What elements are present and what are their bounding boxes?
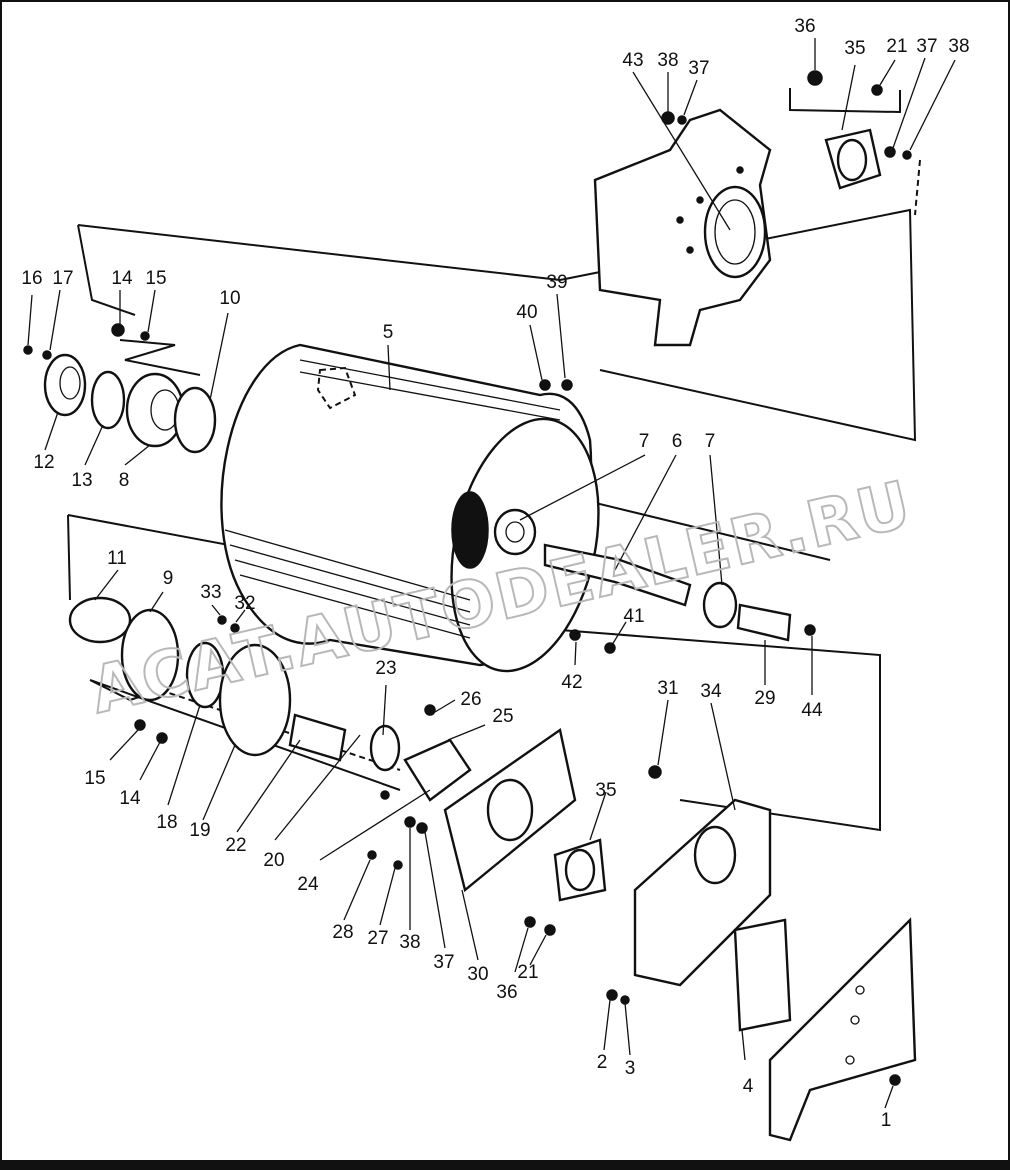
- lower-bearing-35: [553, 838, 607, 902]
- callout-label: 34: [700, 681, 722, 702]
- callout-label: 21: [517, 962, 538, 983]
- callout-label: 31: [657, 678, 678, 699]
- callout-label: 3: [625, 1058, 636, 1079]
- callout-label: 24: [297, 874, 319, 895]
- callout-label: 41: [623, 606, 644, 627]
- callout-labels: 36 35 21 37 38 43 38 37 16 17 14 15 10 5…: [21, 16, 969, 1131]
- callout-label: 14: [119, 788, 141, 809]
- callout-label: 9: [163, 568, 174, 589]
- callout-label: 7: [705, 431, 716, 452]
- callout-label: 27: [367, 928, 388, 949]
- callout-label: 23: [375, 658, 396, 679]
- callout-label: 43: [622, 50, 643, 71]
- callout-label: 38: [657, 50, 678, 71]
- callout-label: 38: [948, 36, 969, 57]
- callout-label: 37: [433, 952, 454, 973]
- callout-label: 33: [200, 582, 221, 603]
- callout-label: 13: [71, 470, 92, 491]
- callout-label: 26: [460, 689, 481, 710]
- callout-label: 37: [916, 36, 937, 57]
- callout-label: 19: [189, 820, 210, 841]
- callout-label: 37: [688, 58, 709, 79]
- callout-label: 29: [754, 688, 775, 709]
- callout-label: 12: [33, 452, 54, 473]
- callout-label: 44: [801, 700, 823, 721]
- callout-label: 14: [111, 268, 133, 289]
- callout-label: 28: [332, 922, 353, 943]
- callout-label: 15: [145, 268, 166, 289]
- callout-label: 35: [595, 780, 616, 801]
- callout-label: 30: [467, 964, 488, 985]
- callout-label: 35: [844, 38, 865, 59]
- callout-label: 5: [383, 322, 394, 343]
- callout-label: 16: [21, 268, 42, 289]
- callout-label: 8: [119, 470, 130, 491]
- upper-mount-plate: [593, 108, 772, 347]
- callout-label: 25: [492, 706, 513, 727]
- frame-plate: [768, 917, 917, 1142]
- lower-mount-plate: [443, 727, 577, 893]
- callout-label: 1: [881, 1110, 892, 1131]
- callout-label: 7: [639, 431, 650, 452]
- callout-label: 18: [156, 812, 177, 833]
- bracket-36-21: [789, 88, 901, 114]
- callout-label: 6: [672, 431, 683, 452]
- lower-hub-parts: [68, 596, 472, 802]
- callout-label: 36: [496, 982, 517, 1003]
- callout-label: 36: [794, 16, 815, 37]
- callout-label: 15: [84, 768, 105, 789]
- callout-label: 42: [561, 672, 582, 693]
- callout-label: 11: [107, 548, 127, 569]
- leader-lines: [27, 38, 956, 1109]
- callout-label: 32: [234, 593, 255, 614]
- callout-label: 21: [886, 36, 907, 57]
- callout-label: 40: [516, 302, 537, 323]
- upper-right-dashed: [914, 159, 921, 216]
- callout-label: 22: [225, 835, 246, 856]
- callout-label: 4: [743, 1076, 754, 1097]
- bracket-34: [633, 798, 792, 1032]
- bolt-leader-14-15: [119, 339, 201, 376]
- left-end-parts: [43, 353, 217, 454]
- upper-bearing-35: [824, 128, 882, 190]
- callout-label: 38: [399, 932, 420, 953]
- callout-label: 17: [52, 268, 73, 289]
- callout-label: 10: [219, 288, 240, 309]
- callout-label: 20: [263, 850, 284, 871]
- shaft-components: [493, 508, 792, 642]
- bottom-bar: [0, 1160, 1010, 1170]
- callout-label: 39: [546, 272, 567, 293]
- fasteners: [23, 70, 912, 1086]
- callout-label: 2: [597, 1052, 608, 1073]
